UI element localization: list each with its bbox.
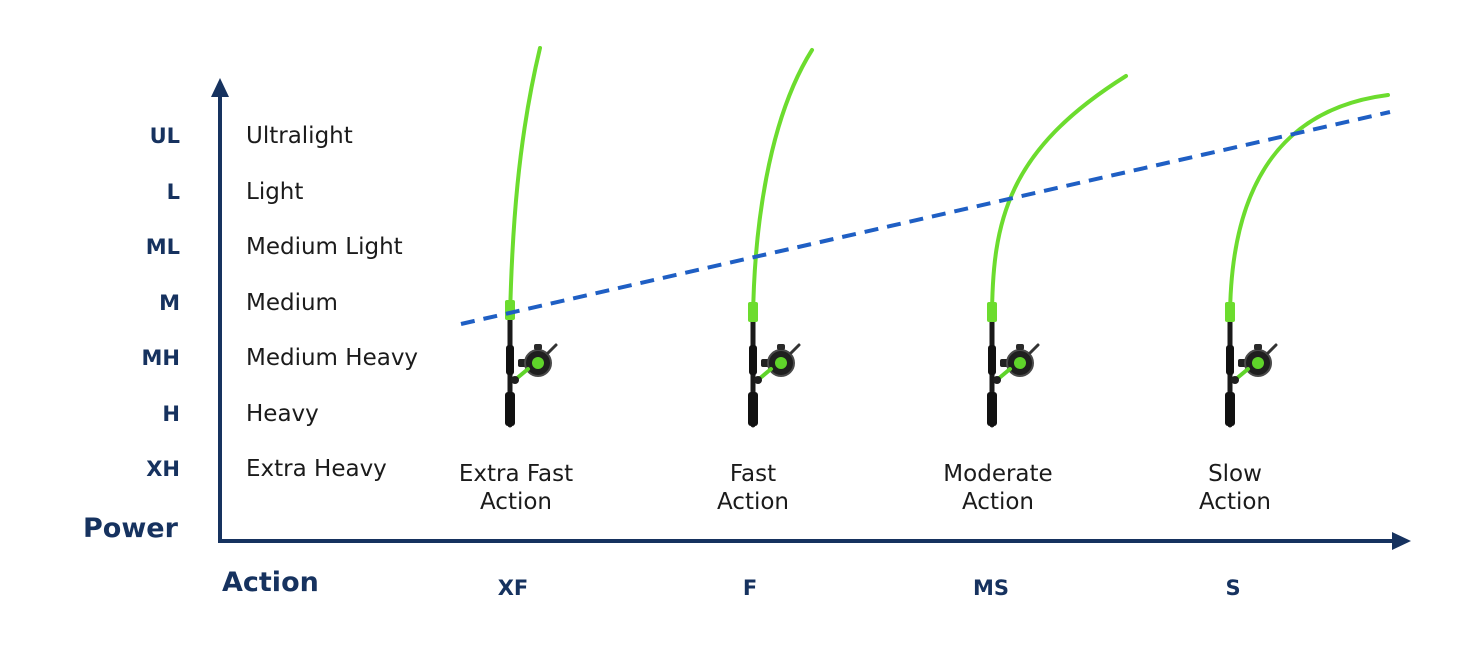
power-code-mh: MH <box>141 346 180 370</box>
power-name-light: Light <box>246 179 304 205</box>
power-name-extra-heavy: Extra Heavy <box>246 456 387 482</box>
rod-icon-fast <box>748 48 814 428</box>
x-axis-title: Action <box>222 567 319 598</box>
rod-icon-slow <box>1225 93 1390 428</box>
action-label-fast: Fast Action <box>653 460 853 516</box>
power-code-ml: ML <box>145 235 180 259</box>
x-axis-arrow <box>1392 532 1411 550</box>
power-name-medium-light: Medium Light <box>246 234 403 260</box>
rod-icon-extra-fast <box>505 46 558 428</box>
power-code-xh: XH <box>146 457 180 481</box>
y-axis-arrow <box>211 78 229 97</box>
power-code-h: H <box>162 402 180 426</box>
action-label-line1: Slow <box>1208 461 1262 487</box>
power-code-ul: UL <box>149 124 180 148</box>
power-name-medium: Medium <box>246 290 338 316</box>
action-label-line1: Moderate <box>943 461 1053 487</box>
y-axis-title: Power <box>83 513 178 544</box>
action-label-line2: Action <box>961 489 1035 515</box>
power-code-m: M <box>159 291 180 315</box>
action-label-line2: Action <box>479 489 553 515</box>
action-code-s: S <box>1225 576 1241 600</box>
axes <box>211 78 1411 550</box>
action-label-extra-fast: Extra Fast Action <box>416 460 616 516</box>
action-label-line1: Fast <box>729 461 777 487</box>
power-name-heavy: Heavy <box>246 401 319 427</box>
action-code-f: F <box>742 576 758 600</box>
power-code-l: L <box>166 180 180 204</box>
action-label-line1: Extra Fast <box>458 461 574 487</box>
action-label-slow: Slow Action <box>1135 460 1335 516</box>
power-name-medium-heavy: Medium Heavy <box>246 345 419 371</box>
action-label-line2: Action <box>1198 489 1272 515</box>
action-code-ms: MS <box>972 576 1010 600</box>
action-code-xf: XF <box>497 576 529 600</box>
action-label-line2: Action <box>716 489 790 515</box>
rod-icon-moderate <box>987 74 1128 428</box>
bend-point-dashed-line <box>460 110 1391 326</box>
power-name-ultralight: Ultralight <box>246 123 353 149</box>
action-label-moderate: Moderate Action <box>898 460 1098 516</box>
